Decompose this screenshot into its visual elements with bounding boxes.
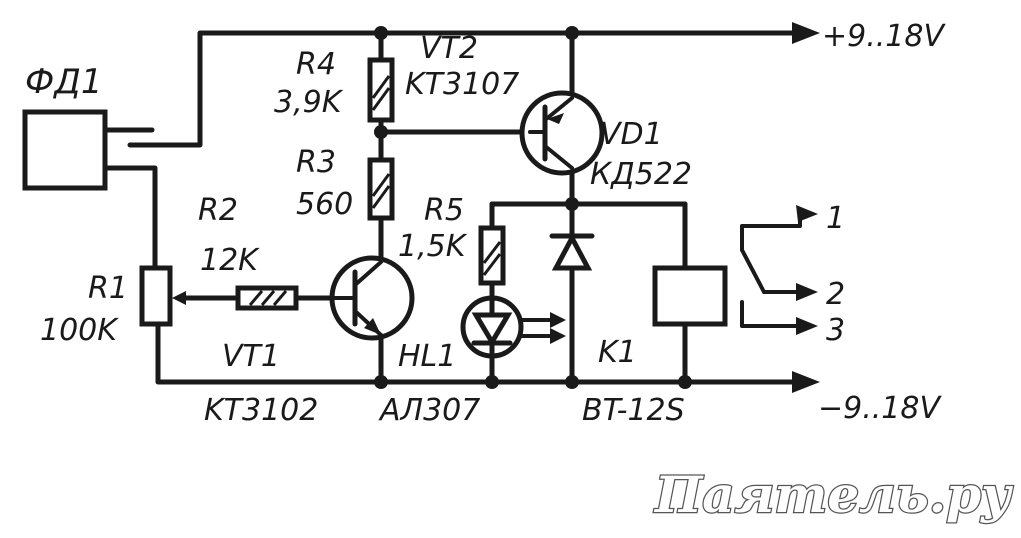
positive-rail-arrow — [792, 22, 820, 44]
contact-1-wire — [740, 212, 802, 252]
junction-dot — [678, 375, 692, 389]
hl1-triangle — [471, 312, 513, 347]
contact-arm — [740, 248, 766, 294]
junction-dot — [374, 125, 388, 139]
r3-body — [367, 157, 395, 221]
vt2-transistor — [519, 90, 605, 176]
k1-designator: K1 — [598, 335, 637, 370]
positive-rail-label: +9..18V — [822, 19, 946, 54]
vd1-part: КД522 — [590, 157, 692, 192]
r4-symbol — [367, 57, 395, 123]
vt2-body — [519, 90, 605, 176]
junction-dot — [565, 197, 579, 211]
k1-part: BT-12S — [582, 393, 685, 428]
vt1-emitter-arrow — [364, 318, 381, 335]
negative-rail-wire — [155, 321, 808, 385]
junction-dot — [485, 375, 499, 389]
r4-value: 3,9K — [274, 85, 344, 120]
vd1-designator: VD1 — [600, 117, 663, 152]
vd1-diode — [549, 232, 595, 271]
vt2-designator: VT2 — [420, 31, 478, 66]
hl1-designator: HL1 — [398, 339, 456, 374]
r2-designator: R2 — [198, 193, 238, 228]
vt2-emitter-arrow — [547, 113, 564, 124]
junction-dot — [374, 26, 388, 40]
vt1-part: KT3102 — [204, 393, 318, 428]
relay-contact-3-label: 3 — [826, 313, 845, 348]
r2-value: 12K — [200, 243, 260, 278]
vt1-transistor — [329, 255, 415, 341]
r3-symbol — [367, 157, 395, 221]
junction-dot — [565, 375, 579, 389]
junctions — [374, 26, 692, 389]
contact-3-wire — [740, 300, 802, 328]
vd1-triangle — [551, 232, 593, 271]
vt2-part: KT3107 — [405, 67, 519, 102]
r2-symbol — [235, 285, 299, 311]
positive-rail-wire — [127, 30, 808, 148]
photodiode-body — [22, 109, 108, 191]
hl1-part: АЛ307 — [378, 393, 480, 428]
r1-designator: R1 — [88, 271, 128, 306]
junction-dot — [565, 26, 579, 40]
r1-body — [139, 265, 173, 327]
r5-value: 1,5K — [398, 229, 468, 264]
r4-designator: R4 — [296, 47, 336, 82]
photodiode-to-r1-wire — [102, 165, 158, 271]
negative-rail-arrow — [792, 371, 820, 393]
r1-wiper-arrow — [172, 291, 186, 305]
relay-contact-2-label: 2 — [826, 277, 845, 312]
vt1-designator: VT1 — [222, 339, 280, 374]
junction-dot — [374, 375, 388, 389]
vt1-body — [329, 255, 415, 341]
k1-coil — [652, 265, 728, 327]
watermark-text: Паятель.ру — [653, 465, 1013, 524]
r5-designator: R5 — [424, 193, 464, 228]
photodiode-label: ФД1 — [25, 62, 102, 102]
relay-contacts — [740, 205, 818, 335]
r3-value: 560 — [296, 187, 353, 222]
relay-contact-1-label: 1 — [826, 201, 845, 236]
negative-rail-label: −9..18V — [818, 391, 942, 426]
r1-value: 100K — [40, 313, 119, 348]
r5-symbol — [478, 225, 506, 286]
hl1-led — [460, 295, 566, 359]
r3-designator: R3 — [296, 145, 336, 180]
